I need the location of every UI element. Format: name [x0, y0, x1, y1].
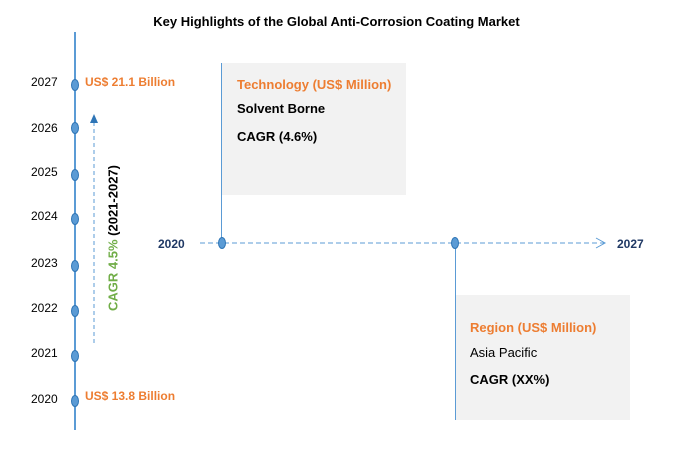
year-label-2023: 2023	[31, 256, 58, 270]
timeline-marker-2023	[71, 260, 79, 272]
year-label-2020: 2020	[31, 392, 58, 406]
year-label-2022: 2022	[31, 301, 58, 315]
region-panel: Region (US$ Million) Asia Pacific CAGR (…	[455, 295, 630, 420]
technology-heading: Technology (US$ Million)	[237, 77, 392, 92]
axis-end-label: 2027	[617, 237, 644, 251]
timeline-marker-2026	[71, 122, 79, 134]
year-label-2026: 2026	[31, 121, 58, 135]
timeline-marker-2027	[71, 79, 79, 91]
market-value-2027: US$ 21.1 Billion	[85, 75, 176, 89]
timeline-marker-2021	[71, 350, 79, 362]
timeline-axis	[74, 32, 76, 430]
cagr-value: CAGR 4.5%	[105, 239, 121, 311]
market-value-2020: US$ 13.8 Billion	[85, 389, 176, 403]
technology-segment: Solvent Borne	[237, 101, 326, 116]
timeline-marker-2022	[71, 305, 79, 317]
technology-cagr: CAGR (4.6%)	[237, 129, 318, 144]
region-cagr: CAGR (XX%)	[470, 372, 550, 387]
region-connector	[455, 243, 456, 420]
axis-start-label: 2020	[158, 237, 185, 251]
growth-arrow	[90, 114, 98, 346]
region-heading: Region (US$ Million)	[470, 320, 597, 335]
technology-panel: Technology (US$ Million) Solvent Borne C…	[222, 63, 406, 195]
year-label-2027: 2027	[31, 75, 58, 89]
timeline-marker-2024	[71, 213, 79, 225]
timeline-marker-2025	[71, 169, 79, 181]
cagr-vertical-label: CAGR 4.5% (2021-2027)	[106, 165, 121, 311]
year-label-2025: 2025	[31, 165, 58, 179]
region-segment: Asia Pacific	[470, 345, 538, 360]
axis-marker-2020	[218, 237, 226, 249]
year-label-2024: 2024	[31, 209, 58, 223]
timeline-marker-2020	[71, 395, 79, 407]
chart-title: Key Highlights of the Global Anti-Corros…	[153, 14, 520, 29]
year-label-2021: 2021	[31, 346, 58, 360]
axis-marker-2027	[451, 237, 459, 249]
technology-connector	[221, 63, 222, 243]
cagr-period: (2021-2027)	[105, 165, 121, 236]
forecast-axis	[200, 237, 607, 249]
